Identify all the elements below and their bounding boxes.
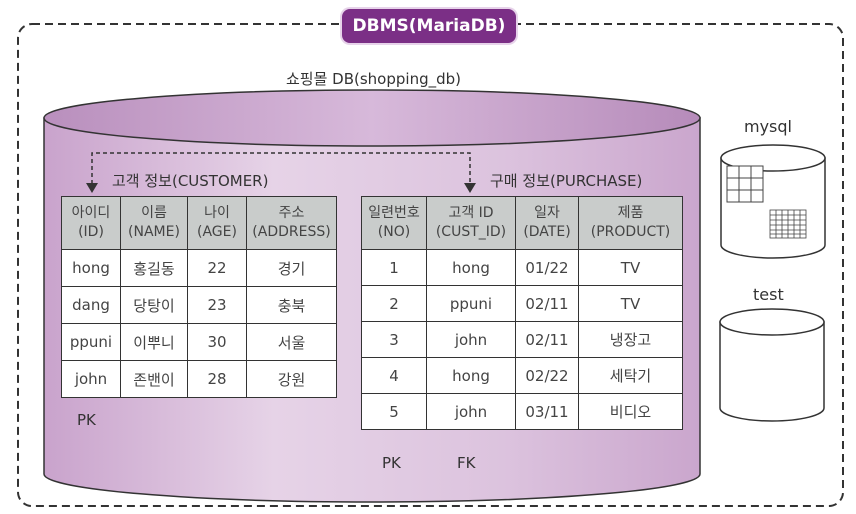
cell-address: 경기 — [246, 249, 337, 287]
mysql-label: mysql — [744, 117, 792, 136]
test-label: test — [753, 285, 784, 304]
cell-cust-id: hong — [426, 357, 516, 394]
col-header-cust-id: 고객 ID(CUST_ID) — [426, 196, 516, 250]
table-row: 1 hong 01/22 TV — [361, 249, 683, 286]
cell-cust-id: john — [426, 321, 516, 358]
cell-no: 2 — [361, 285, 427, 322]
cell-product: TV — [578, 249, 683, 286]
db-label: 쇼핑몰 DB(shopping_db) — [286, 70, 461, 88]
col-header-no: 일련번호(NO) — [361, 196, 427, 250]
purchase-fk-label: FK — [457, 454, 476, 472]
col-header-date: 일자(DATE) — [515, 196, 579, 250]
purchase-table: 일련번호(NO) 고객 ID(CUST_ID) 일자(DATE) 제품(PROD… — [361, 196, 683, 430]
purchase-pk-label: PK — [382, 454, 401, 472]
table-row: ppuni 이뿌니 30 서울 — [61, 323, 337, 361]
cell-date: 01/22 — [515, 249, 579, 286]
cell-no: 5 — [361, 393, 427, 430]
customer-table: 아이디(ID) 이름(NAME) 나이(AGE) 주소(ADDRESS) hon… — [61, 196, 337, 398]
table-row: dang 당탕이 23 충북 — [61, 286, 337, 324]
col-header-name: 이름(NAME) — [120, 196, 188, 250]
cell-product: 냉장고 — [578, 321, 683, 358]
cell-id: dang — [61, 286, 121, 324]
col-header-age: 나이(AGE) — [187, 196, 247, 250]
cell-name: 이뿌니 — [120, 323, 188, 361]
dbms-boundary — [17, 23, 844, 507]
customer-header-row: 아이디(ID) 이름(NAME) 나이(AGE) 주소(ADDRESS) — [61, 196, 337, 250]
cell-age: 22 — [187, 249, 247, 287]
purchase-header-row: 일련번호(NO) 고객 ID(CUST_ID) 일자(DATE) 제품(PROD… — [361, 196, 683, 250]
cell-product: 비디오 — [578, 393, 683, 430]
cell-id: john — [61, 360, 121, 398]
table-row: john 존밴이 28 강원 — [61, 360, 337, 398]
customer-pk-label: PK — [77, 411, 96, 429]
table-row: hong 홍길동 22 경기 — [61, 249, 337, 287]
cell-cust-id: ppuni — [426, 285, 516, 322]
col-header-product: 제품(PRODUCT) — [578, 196, 683, 250]
col-header-address: 주소(ADDRESS) — [246, 196, 337, 250]
cell-date: 02/22 — [515, 357, 579, 394]
cell-address: 서울 — [246, 323, 337, 361]
cell-age: 23 — [187, 286, 247, 324]
dbms-badge: DBMS(MariaDB) — [342, 9, 516, 43]
cell-no: 3 — [361, 321, 427, 358]
test-db-cylinder — [719, 308, 825, 422]
cell-product: TV — [578, 285, 683, 322]
cell-address: 충북 — [246, 286, 337, 324]
table-row: 5 john 03/11 비디오 — [361, 393, 683, 430]
cell-cust-id: hong — [426, 249, 516, 286]
cell-name: 당탕이 — [120, 286, 188, 324]
cell-product: 세탁기 — [578, 357, 683, 394]
cell-id: hong — [61, 249, 121, 287]
cell-no: 1 — [361, 249, 427, 286]
cell-age: 28 — [187, 360, 247, 398]
table-row: 4 hong 02/22 세탁기 — [361, 357, 683, 394]
purchase-title: 구매 정보(PURCHASE) — [490, 172, 643, 190]
cell-name: 홍길동 — [120, 249, 188, 287]
cell-date: 03/11 — [515, 393, 579, 430]
mysql-table-icon-2 — [769, 209, 807, 239]
cell-no: 4 — [361, 357, 427, 394]
cell-date: 02/11 — [515, 321, 579, 358]
table-row: 2 ppuni 02/11 TV — [361, 285, 683, 322]
cell-name: 존밴이 — [120, 360, 188, 398]
customer-title: 고객 정보(CUSTOMER) — [112, 172, 269, 190]
relationship-arrow — [86, 152, 476, 193]
cell-date: 02/11 — [515, 285, 579, 322]
mysql-db-cylinder — [720, 144, 826, 259]
table-row: 3 john 02/11 냉장고 — [361, 321, 683, 358]
col-header-id: 아이디(ID) — [61, 196, 121, 250]
mysql-table-icon-1 — [726, 165, 764, 203]
cell-id: ppuni — [61, 323, 121, 361]
cell-cust-id: john — [426, 393, 516, 430]
cell-address: 강원 — [246, 360, 337, 398]
cell-age: 30 — [187, 323, 247, 361]
